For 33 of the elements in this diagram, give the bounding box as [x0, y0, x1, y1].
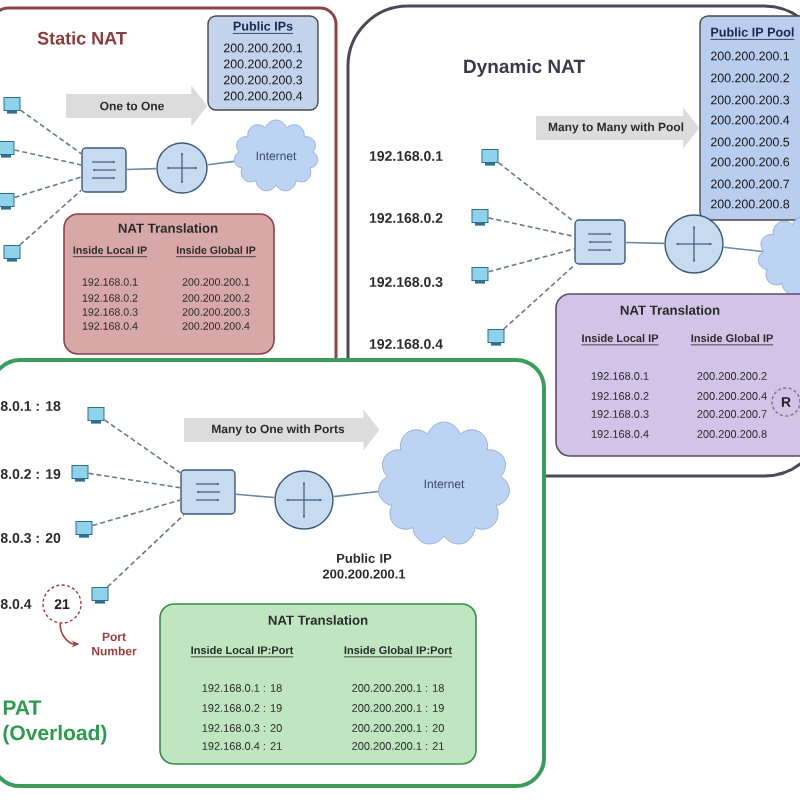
router-icon — [274, 470, 334, 530]
router-icon — [664, 214, 724, 274]
connector — [13, 176, 83, 199]
connector — [206, 160, 235, 166]
panel-title: Static NAT — [37, 31, 127, 45]
computer-icon — [3, 97, 21, 114]
computer-icon — [0, 193, 15, 210]
connector — [13, 149, 83, 166]
computer-icon — [91, 587, 109, 604]
router-icon — [156, 142, 208, 194]
connector — [624, 241, 666, 245]
connector — [722, 246, 764, 253]
panel-title: PAT (Overload) — [3, 700, 107, 745]
connector — [502, 263, 576, 330]
panel-title: Dynamic NAT — [464, 59, 585, 77]
connector — [125, 167, 158, 171]
connector — [19, 109, 83, 155]
connector — [497, 161, 576, 223]
connector — [91, 499, 182, 527]
connector — [332, 490, 379, 498]
connector — [234, 493, 276, 499]
connector — [19, 189, 83, 246]
switch-icon — [81, 147, 127, 193]
switch-icon — [180, 469, 236, 515]
computer-icon — [0, 141, 15, 158]
connector — [487, 248, 576, 273]
connector — [487, 217, 576, 238]
connector — [87, 472, 182, 489]
connector — [106, 513, 185, 588]
switch-icon — [574, 219, 626, 265]
cloud — [757, 215, 800, 296]
connector — [103, 419, 182, 474]
computer-icon — [3, 245, 21, 262]
